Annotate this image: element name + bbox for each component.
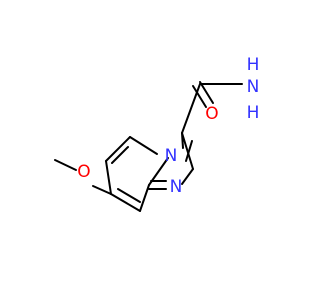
bond-c7-c8-double-b [117, 188, 141, 203]
bond-c5-c6-double-a [105, 136, 131, 162]
bond-c8a-n4 [148, 157, 169, 186]
bond-c3-c2-double-a [181, 132, 194, 170]
bond-n4-c5 [129, 136, 158, 155]
bonds [54, 81, 243, 212]
molecule-diagram: O N H H N N O [54, 55, 259, 212]
imidazole-nitrogen-label: N [170, 177, 183, 197]
bridgehead-nitrogen-label: N [165, 146, 178, 166]
bond-c3-c2-double-b [185, 140, 193, 162]
bond-carbonyl-c3 [181, 83, 201, 134]
bond-c7-c8-double-a [110, 193, 141, 212]
bond-c5-c6-double-b [111, 146, 129, 164]
methoxy-oxygen-label: O [77, 162, 90, 182]
amide-hydrogen-label: H [247, 55, 260, 75]
bond-c8-c8a [139, 184, 150, 212]
bond-c2-n1 [181, 168, 194, 185]
bond-c7-methoxy-o [92, 185, 112, 195]
atom-labels: O N H H N N O [77, 55, 259, 197]
amide-hydrogen-label-2: H [247, 103, 260, 123]
carbonyl-oxygen-label: O [205, 104, 218, 124]
bond-carbonyl-double-b [192, 85, 207, 108]
bond-methoxy-o-ch3 [54, 159, 77, 171]
bond-carbonyl-double-a [199, 81, 214, 104]
bond-c6-c7 [105, 160, 112, 195]
amide-nitrogen-label: N [247, 77, 260, 97]
molecule-structure: O N H H N N O [54, 55, 259, 212]
